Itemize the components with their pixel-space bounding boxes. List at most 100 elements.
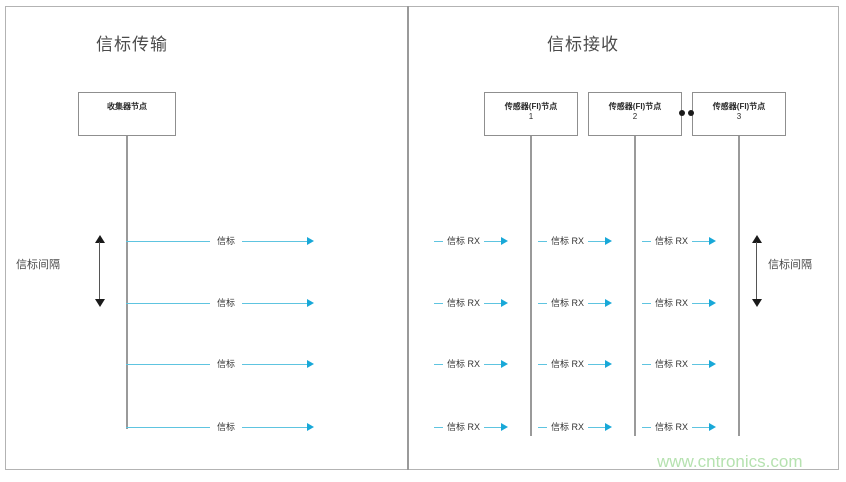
arrow-right-icon [709,423,717,431]
rx-line-segment [692,426,711,428]
dot-icon [679,110,685,116]
beacon-rx-row: 信标 RX [642,296,746,310]
beacon-rx-row: 信标 RX [538,234,642,248]
arrow-right-icon [501,423,509,431]
beacon-rx-row: 信标 RX [434,234,538,248]
panel-title-beacon-transmission: 信标传输 [96,35,168,55]
arrow-right-icon [709,237,717,245]
rx-tick-line [434,302,443,304]
collector-node-box[interactable]: 收集器节点 [78,92,176,136]
rx-tick-line [538,426,547,428]
rx-tick-line [538,240,547,242]
arrow-down-icon [752,299,762,307]
site-watermark: www.cntronics.com [657,452,803,471]
sensor-node-label: 传感器(FI)节点 [608,102,662,111]
arrow-right-icon [501,299,509,307]
rx-line-segment [692,363,711,365]
sensor-node-number: 2 [632,112,638,121]
collector-lifeline [126,136,128,429]
beacon-message-label: 信标 [217,359,236,369]
interval-bar [99,242,100,300]
rx-line-segment [588,363,607,365]
rx-line-segment [484,426,503,428]
rx-line-segment [484,302,503,304]
sensor-node-box-1[interactable]: 传感器(FI)节点 1 [484,92,578,136]
beacon-rx-row: 信标 RX [642,234,746,248]
panel-divider [407,6,409,470]
message-line-segment [126,240,210,242]
arrow-right-icon [307,299,315,307]
arrow-right-icon [709,360,717,368]
message-line-segment [242,240,309,242]
beacon-rx-label: 信标 RX [447,422,481,432]
collector-node-label: 收集器节点 [107,102,147,111]
beacon-rx-label: 信标 RX [551,236,585,246]
message-line-segment [126,363,210,365]
beacon-message-row: 信标 [126,234,329,248]
rx-tick-line [434,363,443,365]
ellipsis-dots-icon [679,110,694,116]
beacon-rx-label: 信标 RX [551,359,585,369]
sensor-2-lifeline [634,136,636,436]
sensor-1-lifeline [530,136,532,436]
beacon-message-label: 信标 [217,298,236,308]
beacon-rx-row: 信标 RX [434,357,538,371]
arrow-right-icon [605,299,613,307]
beacon-message-row: 信标 [126,420,329,434]
beacon-rx-row: 信标 RX [538,420,642,434]
sensor-node-label: 传感器(FI)节点 [712,102,766,111]
rx-tick-line [538,363,547,365]
arrow-up-icon [752,235,762,243]
beacon-rx-label: 信标 RX [655,298,689,308]
sensor-node-number: 3 [736,112,742,121]
rx-tick-line [642,426,651,428]
arrow-right-icon [605,237,613,245]
beacon-rx-label: 信标 RX [447,236,481,246]
diagram-frame [5,6,839,470]
beacon-rx-label: 信标 RX [655,359,689,369]
rx-line-segment [588,302,607,304]
rx-tick-line [642,302,651,304]
beacon-rx-label: 信标 RX [551,298,585,308]
beacon-rx-row: 信标 RX [538,296,642,310]
beacon-interval-label-left: 信标间隔 [16,258,60,271]
beacon-rx-label: 信标 RX [447,359,481,369]
arrow-right-icon [307,237,315,245]
dot-icon [688,110,694,116]
beacon-rx-row: 信标 RX [434,296,538,310]
rx-line-segment [588,240,607,242]
beacon-message-label: 信标 [217,236,236,246]
rx-line-segment [484,363,503,365]
message-line-segment [126,426,210,428]
rx-tick-line [434,240,443,242]
rx-line-segment [484,240,503,242]
beacon-rx-row: 信标 RX [642,357,746,371]
rx-tick-line [538,302,547,304]
rx-tick-line [642,240,651,242]
beacon-rx-label: 信标 RX [447,298,481,308]
interval-bar [756,242,757,300]
sensor-node-number: 1 [528,112,534,121]
arrow-right-icon [709,299,717,307]
arrow-right-icon [307,423,315,431]
sensor-node-box-2[interactable]: 传感器(FI)节点 2 [588,92,682,136]
beacon-rx-row: 信标 RX [538,357,642,371]
arrow-up-icon [95,235,105,243]
beacon-rx-label: 信标 RX [551,422,585,432]
beacon-message-row: 信标 [126,357,329,371]
message-line-segment [126,302,210,304]
sensor-node-box-3[interactable]: 传感器(FI)节点 3 [692,92,786,136]
message-line-segment [242,363,309,365]
rx-tick-line [434,426,443,428]
beacon-message-label: 信标 [217,422,236,432]
sensor-3-lifeline [738,136,740,436]
arrow-right-icon [501,360,509,368]
arrow-right-icon [605,423,613,431]
beacon-rx-label: 信标 RX [655,422,689,432]
rx-tick-line [642,363,651,365]
beacon-message-row: 信标 [126,296,329,310]
rx-line-segment [692,240,711,242]
beacon-interval-label-right: 信标间隔 [768,258,812,271]
arrow-down-icon [95,299,105,307]
